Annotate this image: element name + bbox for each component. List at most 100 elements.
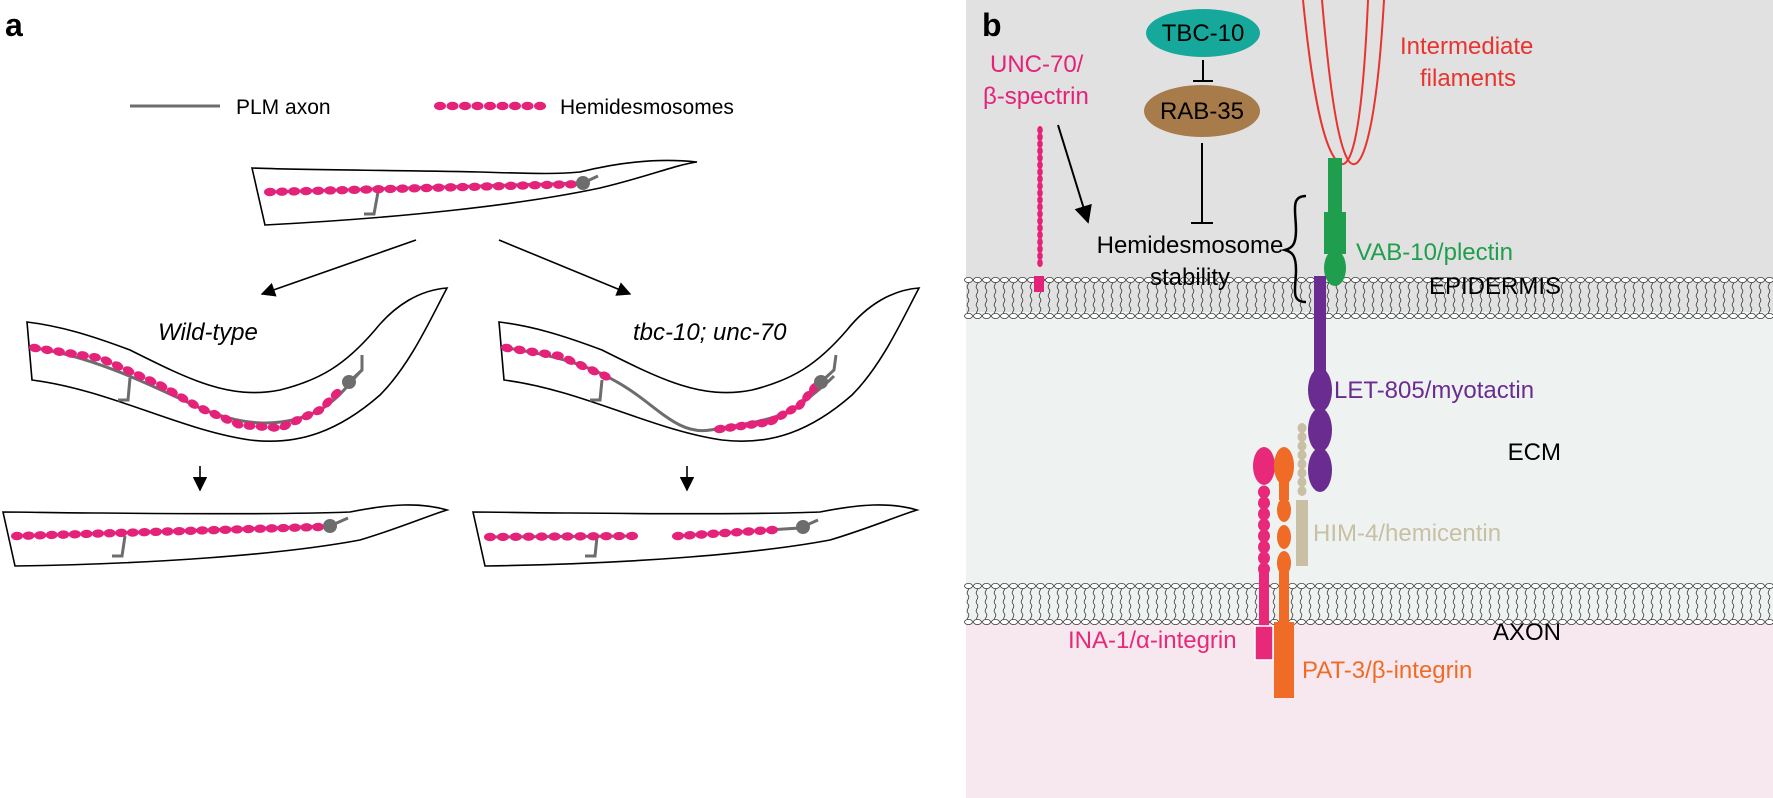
hemidesmosome-bead [526,347,539,357]
hemidesmosome-bead [528,181,541,190]
hemidesmosome-chain [484,531,638,542]
ecm-region [966,312,1773,622]
let805-protein [1308,276,1332,492]
hemidesmosome-bead [795,399,806,410]
hemidesmosome-bead [522,532,535,541]
wildtype-title: Wild-type [158,319,258,346]
hemidesmosome-bead [277,523,290,533]
hemidesmosome-bead [196,526,209,535]
hemidesmosome-bead [756,418,769,428]
hemidesmosome-chain [11,522,324,541]
him4-protein [1296,423,1308,566]
hemidesmosome-bead [198,405,210,415]
hemidesmosome-bead [300,523,313,532]
hemidesmosome-bead [484,101,496,111]
hemidesmosome-bead [100,356,113,366]
hemidesmosome-bead [138,527,151,537]
mutant-title: tbc-10; unc-70 [633,319,787,346]
hemidesmosome-bead [242,524,255,534]
hemidesmosome-bead [396,184,409,193]
hemidesmosome-bead [122,366,135,376]
hemidesmosome-bead [534,101,546,111]
hemidesmosome-bead [420,183,433,193]
hemidesmosome-bead [290,416,303,426]
ina1-protein [1253,447,1275,661]
hemidesmosome-bead [548,532,561,541]
axon-branch [585,536,599,558]
hemidesmosome-bead [300,186,313,196]
hemidesmosome-bead [267,423,280,432]
hemidesmosome-bead [115,528,128,538]
hemidesmosome-bead [65,349,77,358]
hemidesmosome-bead [754,526,767,535]
worm-mutant [498,287,921,443]
hemidesmosome-bead [41,345,53,355]
hemidesmosome-bead [683,531,696,540]
hemidesmosome-bead [521,101,534,111]
hemidesmosome-bead [551,351,564,360]
hemidesmosome-bead [501,343,513,353]
hemidesmosome-bead [255,422,268,431]
hemidesmosome-bead [509,101,521,111]
hemidesmosome-bead [219,525,232,534]
hemidesmosome-bead [11,531,23,541]
hemidesmosome-bead [564,355,576,365]
hemidesmosome-bead [724,423,737,432]
hemidesmosome-bead [776,410,788,420]
pat3-protein [1274,447,1294,698]
hemidesmosome-bead [600,531,613,541]
hemidesmosome-bead [324,186,337,195]
hemidesmosome-bead [45,530,58,540]
hemidesmosome-bead [149,527,162,537]
hemidesmosome-bead [561,532,574,541]
hemidesmosome-bead [492,181,505,191]
hemidesmosome-bead [540,180,553,190]
hemidesmosome-bead [187,399,199,409]
pat3-label: PAT-3/β-integrin [1302,657,1472,684]
hemidesmosome-bead [384,184,397,194]
worm-top [250,159,698,226]
hemidesmosome-bead [626,531,638,541]
hemidesmosome-bead [77,351,89,360]
hemidesmosome-bead [264,187,276,197]
hemidesmosome-bead [348,185,361,195]
arrow-to-mutant [498,239,632,296]
hemidesmosome-bead [312,186,325,195]
if-label-1: Intermediate [1400,33,1533,60]
hemidesmosome-bead [730,528,743,537]
hemidesmosome-bead [265,524,278,533]
axon-branch [590,379,604,402]
hemidesmosome-bead [564,180,577,189]
cell-body [342,375,356,389]
hemidesmosome-bead [504,181,517,191]
ina1-label: INA-1/α-integrin [1068,627,1237,654]
ecm-label: ECM [1508,439,1561,466]
hemidesmosome-bead [80,529,93,539]
if-label-2: filaments [1420,65,1516,92]
hemidesmosome-bead [22,531,35,540]
hemidesmosome-bead [276,187,289,196]
panel-a-label: a [5,7,23,43]
hemidesmosome-bead [496,101,509,111]
legend-hemi-label: Hemidesmosomes [560,96,734,119]
hemidesmosome-bead [29,343,41,353]
hemidesmosome-bead [177,393,189,403]
hemidesmosome-bead [156,381,168,391]
axon-region [966,622,1773,798]
worm-wildtype [26,287,449,443]
hemidesmosome-bead [322,397,333,408]
hemidesmosome-bead [719,528,731,538]
hemidesmosome-bead [785,405,797,415]
hemidesmosome-bead [444,183,457,192]
spectrin-icon [1034,126,1044,292]
hemidesmosome-bead [408,184,421,193]
cell-body [796,520,810,534]
hemidesmosome-bead [613,531,626,541]
hemidesmosome-bead [509,532,522,542]
hemidesmosome-bead [539,349,552,359]
axon-branch [364,191,380,216]
hemidesmosome-bead [243,421,256,430]
cell-body [576,176,590,190]
cell-body [323,519,337,533]
